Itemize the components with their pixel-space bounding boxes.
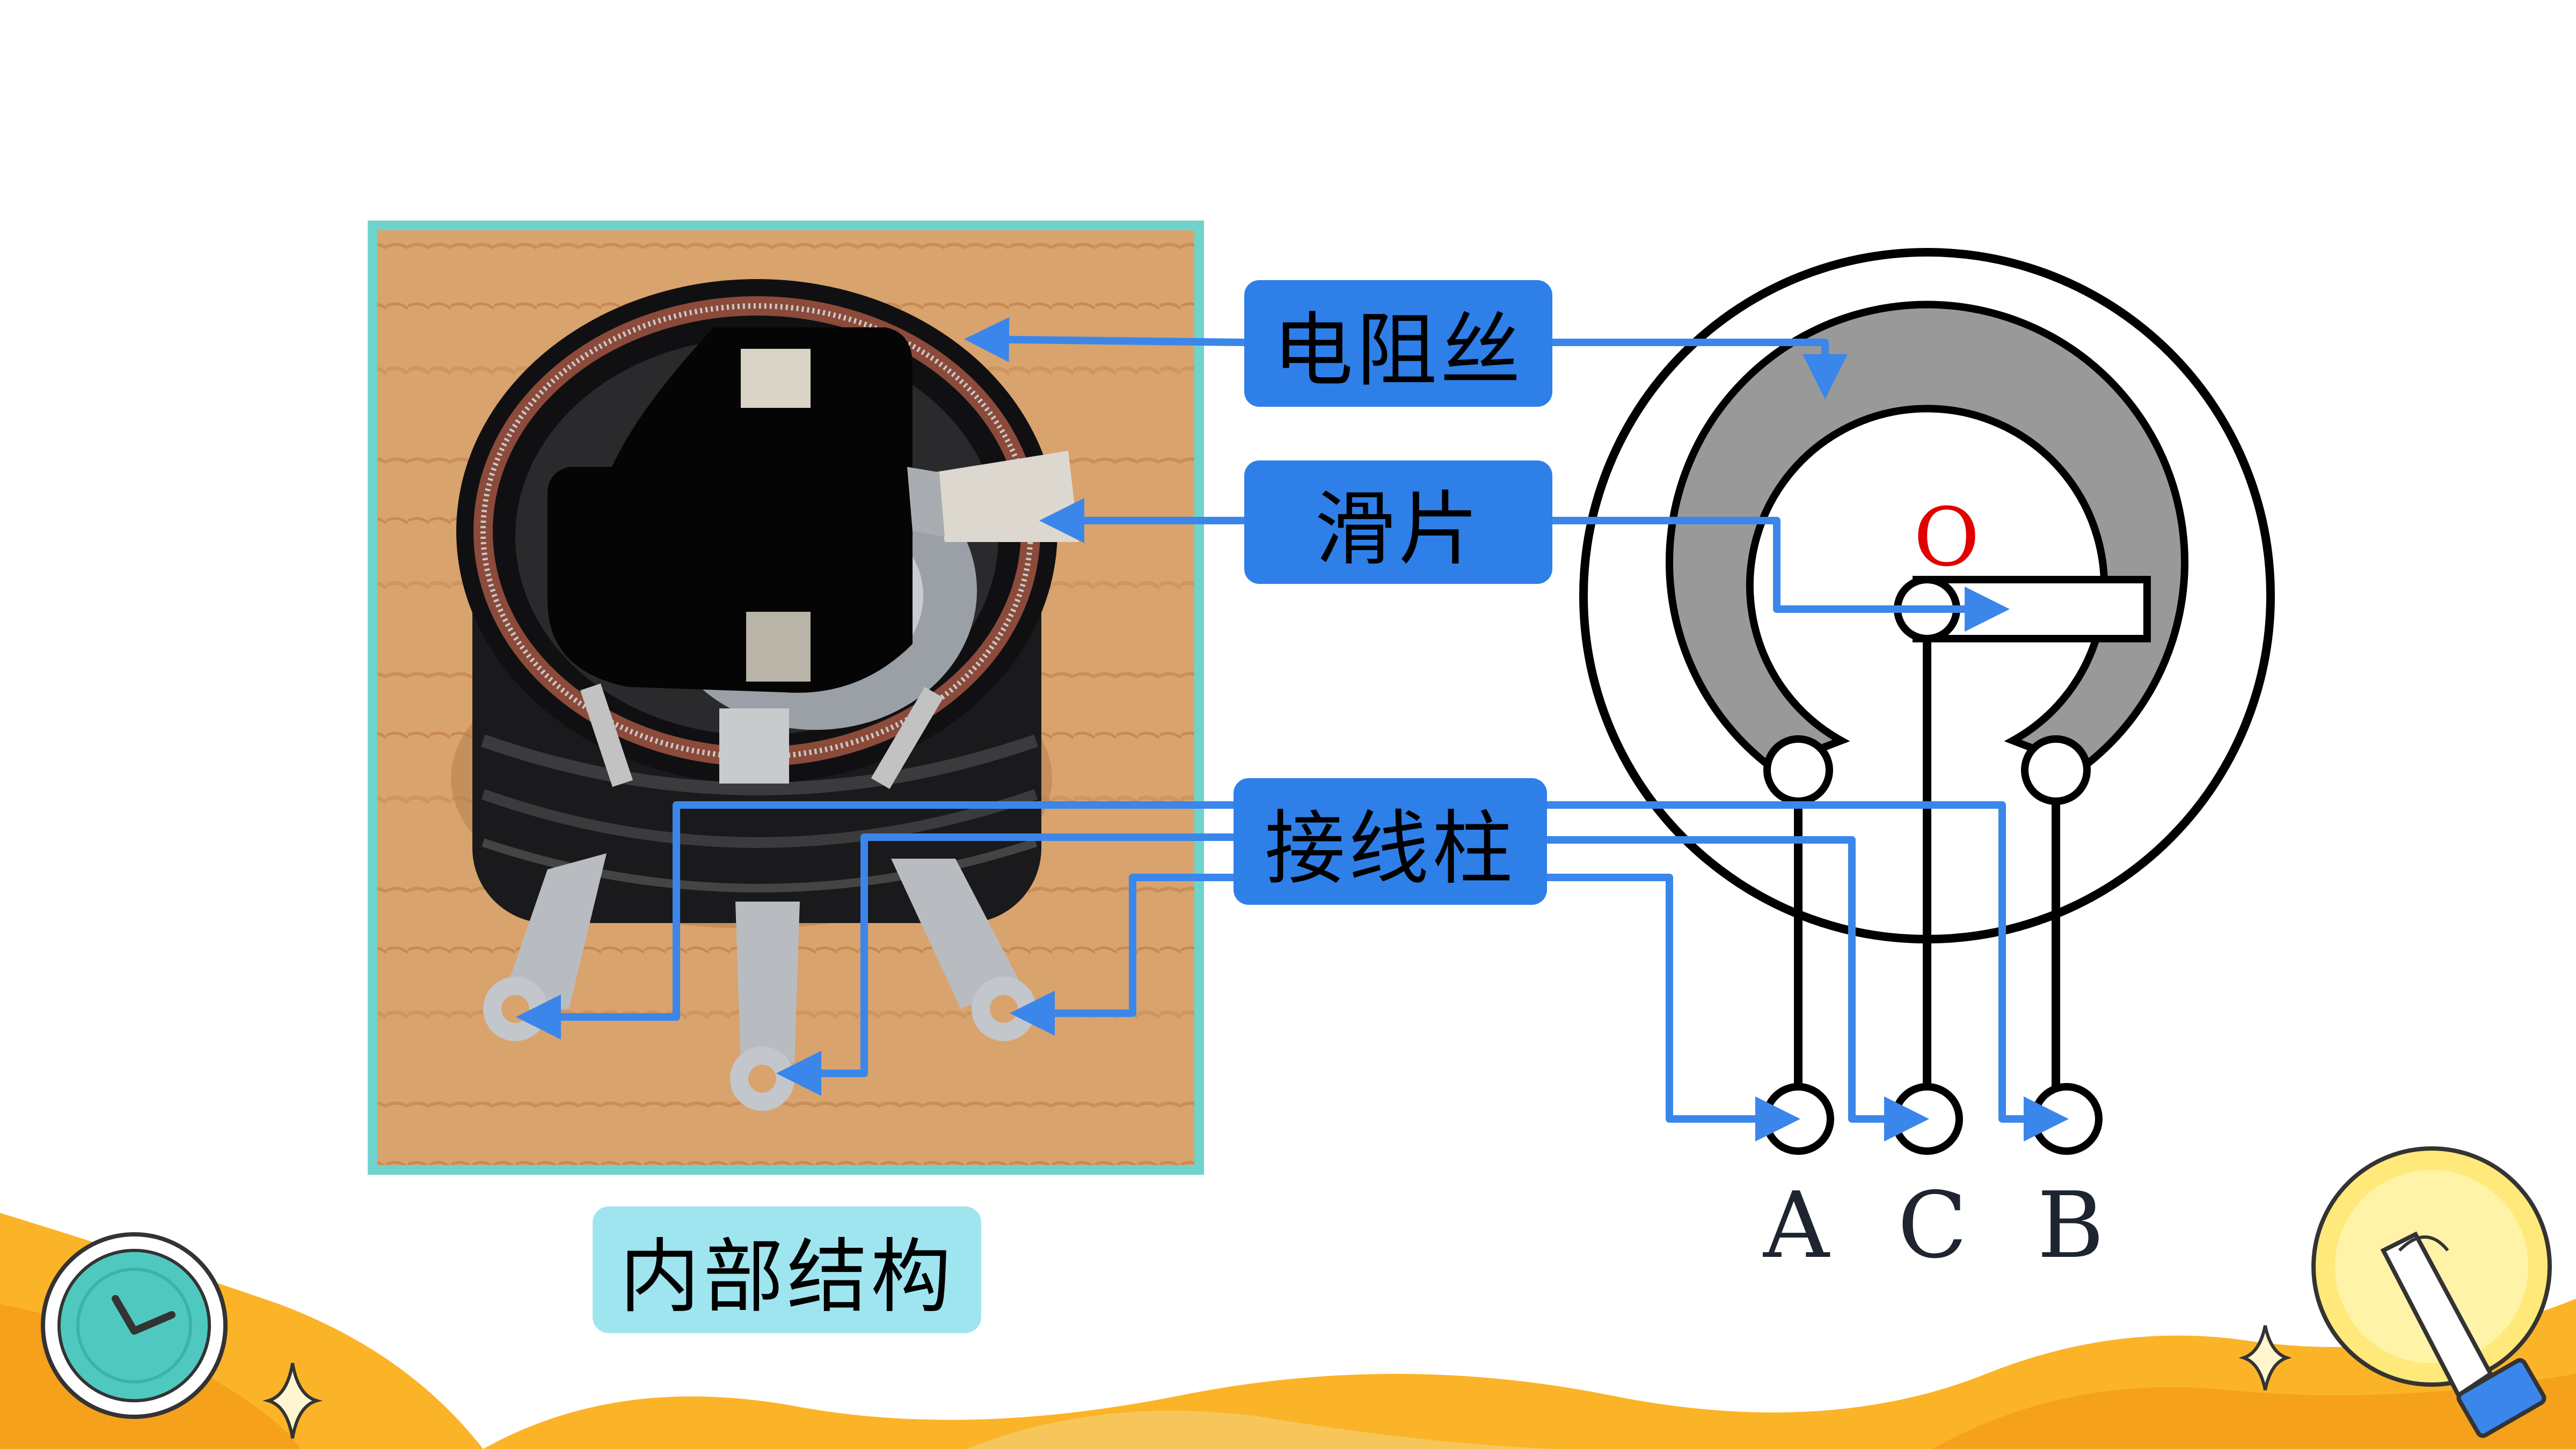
caption-internal-structure: 内部结构 <box>593 1206 981 1333</box>
label-slider: 滑片 <box>1244 460 1552 584</box>
terminal-label-b: B <box>2037 1173 2104 1279</box>
sparkle-icon <box>262 1363 323 1439</box>
label-terminal-text: 接线柱 <box>1264 802 1516 896</box>
label-resistance-wire: 电阻丝 <box>1244 280 1552 407</box>
rheostat-photo <box>373 225 1199 1170</box>
center-label-o: O <box>1914 491 1980 584</box>
label-slider-text: 滑片 <box>1314 482 1482 576</box>
photo-frame <box>368 221 1204 1175</box>
photo-terminal-center <box>730 902 800 1111</box>
lightbulb-icon <box>2311 1146 2552 1438</box>
pointer-arrows <box>516 317 2069 1141</box>
clock-icon <box>41 1232 228 1419</box>
label-terminal: 接线柱 <box>1234 778 1547 905</box>
terminal-label-c: C <box>1898 1173 1968 1279</box>
caption-internal-structure-text: 内部结构 <box>619 1230 954 1324</box>
label-resistance-wire-text: 电阻丝 <box>1272 304 1524 398</box>
terminal-label-a: A <box>1763 1173 1829 1279</box>
rheostat-schematic <box>1579 248 2275 1155</box>
footer-decoration <box>0 1213 2576 1449</box>
sparkle-icon <box>2238 1325 2292 1391</box>
